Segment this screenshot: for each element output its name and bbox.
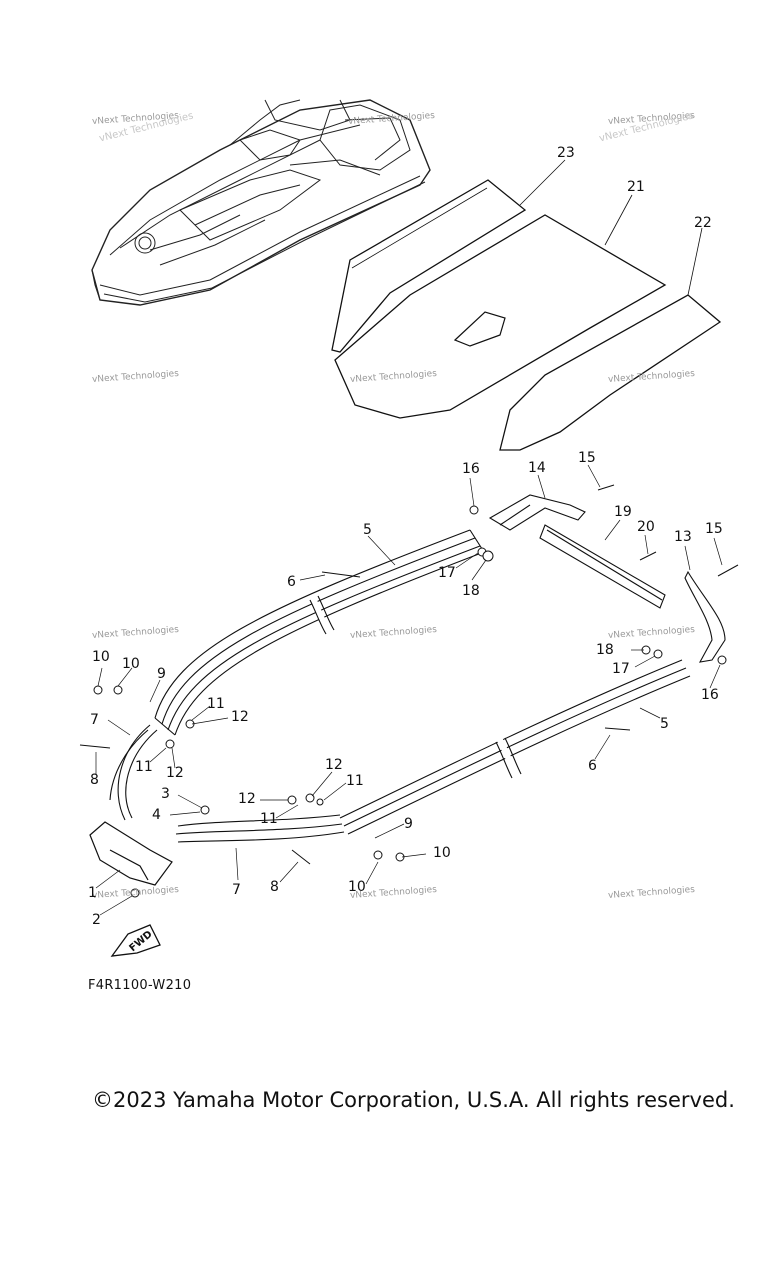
- callout-23: 23: [557, 145, 575, 161]
- callout-15: 15: [578, 450, 596, 466]
- callout-1: 1: [88, 885, 97, 901]
- callout-20: 20: [637, 519, 655, 535]
- callout-5: 5: [363, 522, 372, 538]
- callout-11: 11: [260, 811, 278, 827]
- mat-22: [499, 294, 722, 451]
- callout-13: 13: [674, 529, 692, 545]
- callout-11: 11: [346, 773, 364, 789]
- callout-12: 12: [166, 765, 184, 781]
- bow-bumper-1: [89, 821, 173, 886]
- copyright-notice: ©2023 Yamaha Motor Corporation, U.S.A. A…: [92, 1088, 735, 1112]
- callout-21: 21: [627, 179, 645, 195]
- callout-4: 4: [152, 807, 161, 823]
- bracket-14: [488, 494, 586, 531]
- callout-3: 3: [161, 786, 170, 802]
- callout-11: 11: [207, 696, 225, 712]
- callout-19: 19: [614, 504, 632, 520]
- front-rail-7-bottom: [175, 814, 345, 843]
- callout-22: 22: [694, 215, 712, 231]
- callout-7: 7: [232, 882, 241, 898]
- callout-5: 5: [660, 716, 669, 732]
- fwd-arrow-icon: [110, 924, 161, 957]
- gunwale-5-upper: [154, 529, 485, 736]
- callout-7: 7: [90, 712, 99, 728]
- bracket-13: [684, 570, 726, 663]
- rivets: [79, 484, 739, 865]
- callout-17: 17: [438, 565, 456, 581]
- leader-lines: [95, 464, 723, 916]
- callout-9: 9: [404, 816, 413, 832]
- watercraft-illustration: [91, 99, 431, 306]
- callout-12: 12: [238, 791, 256, 807]
- diagram-code: F4R1100-W210: [88, 978, 192, 993]
- mat-23: [331, 179, 527, 353]
- callout-10: 10: [348, 879, 366, 895]
- callout-10: 10: [92, 649, 110, 665]
- rail-19: [539, 524, 666, 609]
- callout-18: 18: [462, 583, 480, 599]
- callout-6: 6: [588, 758, 597, 774]
- callout-10: 10: [433, 845, 451, 861]
- callout-12: 12: [231, 709, 249, 725]
- callout-8: 8: [270, 879, 279, 895]
- callout-12: 12: [325, 757, 343, 773]
- callout-17: 17: [612, 661, 630, 677]
- callout-6: 6: [287, 574, 296, 590]
- fasteners: [93, 505, 727, 898]
- callout-18: 18: [596, 642, 614, 658]
- callout-11: 11: [135, 759, 153, 775]
- callout-2: 2: [92, 912, 101, 928]
- callout-16: 16: [701, 687, 719, 703]
- callout-9: 9: [157, 666, 166, 682]
- mat-21: [334, 214, 667, 419]
- callout-15: 15: [705, 521, 723, 537]
- gunwale-5-lower: [339, 659, 691, 835]
- callout-16: 16: [462, 461, 480, 477]
- parts-diagram: [79, 99, 739, 957]
- callout-10: 10: [122, 656, 140, 672]
- callout-14: 14: [528, 460, 546, 476]
- front-rail-7-left: [109, 724, 158, 821]
- callout-8: 8: [90, 772, 99, 788]
